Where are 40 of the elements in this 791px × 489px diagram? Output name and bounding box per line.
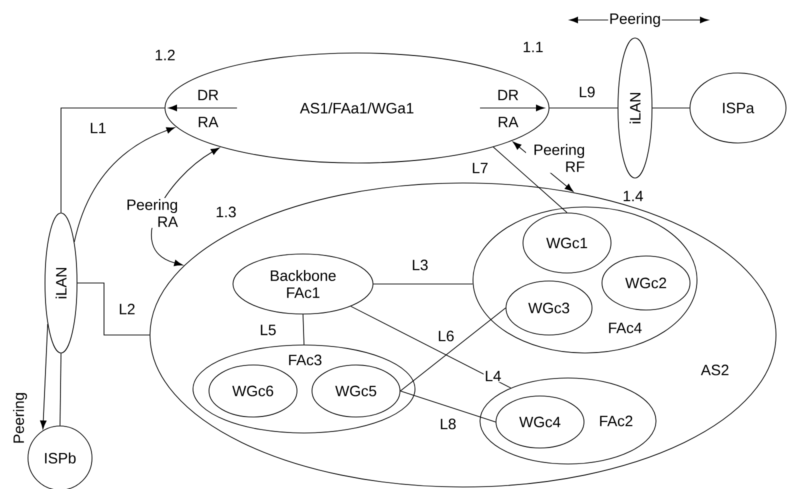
ellipse-node: Backbone FAc1	[232, 254, 374, 314]
edge-label: L1	[88, 122, 108, 134]
edge-label: L3	[410, 258, 430, 272]
connector	[60, 353, 62, 426]
label: 1.1	[522, 40, 544, 54]
edge-label: L5	[258, 324, 278, 336]
connector	[400, 390, 496, 422]
edge-label: L8	[438, 418, 458, 430]
connector	[302, 314, 304, 345]
label: Peering	[608, 12, 662, 28]
label: DR	[496, 88, 520, 102]
connector	[40, 324, 48, 430]
ellipse-node: WGc1	[522, 212, 612, 274]
edge-label: L7	[470, 162, 490, 174]
ellipse-node: WGc5	[312, 364, 400, 418]
label: DR	[196, 88, 220, 102]
ellipse-node: WGc2	[602, 256, 690, 310]
connector	[74, 127, 176, 242]
edge-label: Peering	[12, 391, 28, 445]
edge-label: L9	[578, 86, 596, 98]
label: 1.3	[214, 206, 238, 218]
ellipse-node: iLAN	[618, 38, 652, 178]
label: RA	[196, 116, 220, 128]
edge-label: L2	[118, 302, 136, 316]
label: 1.4	[622, 190, 644, 202]
connector	[350, 306, 512, 388]
edge-label: Peering RF	[526, 143, 586, 173]
connector	[492, 146, 568, 213]
ellipse-node: iLAN	[44, 212, 78, 354]
ellipse-node: WGc4	[496, 396, 584, 448]
edge-label: L4	[484, 370, 502, 382]
edge-label: L6	[436, 330, 456, 342]
connector	[60, 108, 166, 213]
ellipse-node: WGc6	[208, 364, 298, 418]
ellipse-node: WGc3	[506, 280, 592, 336]
ellipse-node: ISPa	[690, 72, 786, 144]
edge-label: Peering RA	[125, 198, 179, 228]
connector	[400, 308, 506, 392]
label: RA	[496, 116, 520, 128]
connector	[77, 282, 150, 336]
